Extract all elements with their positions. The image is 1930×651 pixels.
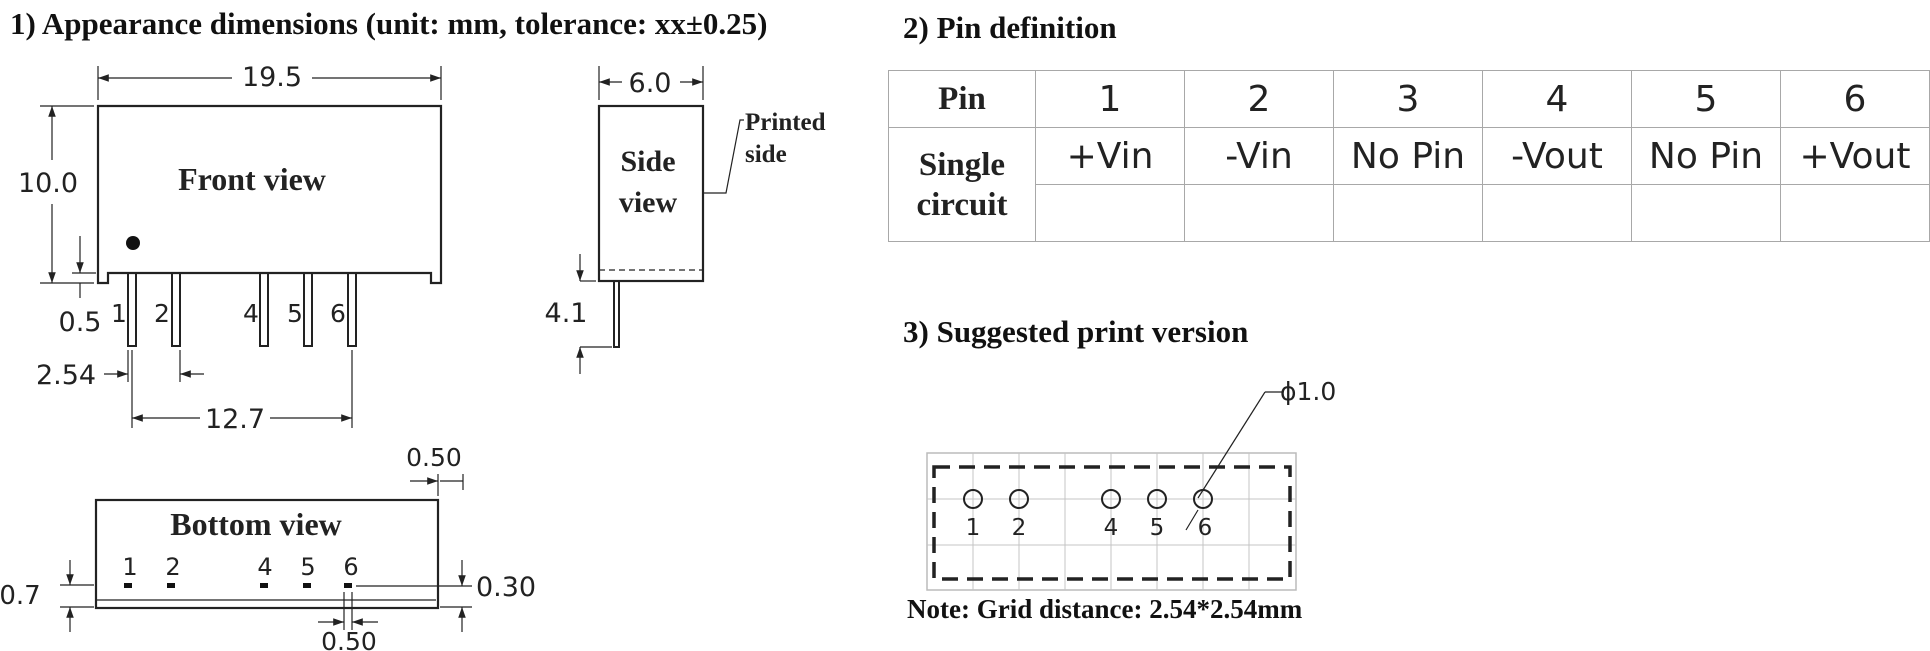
side-pin-length-dim: 4.1 (545, 298, 588, 329)
pin-function-cell: No Pin (1333, 127, 1483, 185)
pin-function-cell: +Vout (1780, 127, 1930, 185)
bottom-pad-1 (124, 583, 132, 588)
front-pin-2 (171, 272, 181, 347)
bottom-view-label: Bottom view (170, 506, 342, 542)
pin-header-cell: Pin (888, 70, 1036, 128)
side-view-label-line1: Side (620, 145, 675, 178)
front-body-outline (96, 104, 443, 285)
pcb-footprint (926, 391, 1297, 591)
front-pin-5 (303, 272, 313, 347)
pcb-hole-4 (1101, 489, 1121, 509)
bottom-pin-label-5: 5 (300, 553, 315, 581)
pcb-hole-5 (1147, 489, 1167, 509)
side-width-dim: 6.0 (629, 68, 672, 99)
pcb-pin-label-5: 5 (1150, 515, 1165, 541)
bottom-body-outline (94, 498, 440, 610)
front-pin-label-2: 2 (154, 299, 170, 328)
pin-number-cell: 2 (1184, 70, 1334, 128)
pin-number-cell: 1 (1035, 70, 1185, 128)
bottom-top-edge-dim: 0.50 (406, 443, 462, 472)
bottom-pin-label-1: 1 (122, 553, 137, 581)
hole-diameter-label: ϕ1.0 (1280, 377, 1336, 406)
front-pin-6 (347, 272, 357, 347)
bottom-pin-label-4: 4 (257, 553, 272, 581)
front-pin-label-5: 5 (287, 299, 303, 328)
front-pitch-dim: 2.54 (36, 360, 96, 391)
front-pin-label-1: 1 (111, 299, 127, 328)
pcb-hole-2 (1009, 489, 1029, 509)
pin-number-cell: 3 (1333, 70, 1483, 128)
front-view (40, 66, 443, 428)
bottom-left-dim: 0.7 (0, 581, 41, 611)
side-view-label-line2: view (619, 186, 678, 219)
pin-number-cell: 5 (1631, 70, 1781, 128)
side-view (576, 66, 744, 374)
bottom-pad-5 (303, 583, 311, 588)
pin-definition-title: 2) Pin definition (903, 10, 1117, 45)
pin-number-cell: 4 (1482, 70, 1632, 128)
pcb-pin-label-1: 1 (966, 515, 981, 541)
front-width-dim: 19.5 (242, 62, 302, 93)
bottom-view (60, 474, 472, 632)
empty-cell (1184, 184, 1334, 242)
side-body-outline (597, 104, 705, 283)
bottom-bottom-dim: 0.50 (321, 627, 377, 651)
grid-note: Note: Grid distance: 2.54*2.54mm (907, 594, 1303, 624)
pin-number-cell: 6 (1780, 70, 1930, 128)
front-height-dim: 10.0 (18, 168, 78, 199)
front-pin-label-4: 4 (243, 299, 259, 328)
pcb-grid-lines (927, 453, 1296, 590)
empty-cell (1035, 184, 1185, 242)
bottom-right-dim: 0.30 (476, 572, 536, 603)
single-circuit-line2: circuit (916, 186, 1008, 223)
table-row: Pin 1 2 3 4 5 6 (888, 70, 1930, 128)
empty-cell (1333, 184, 1483, 242)
front-standoff-dim: 0.5 (59, 307, 102, 338)
pin-function-cell: -Vin (1184, 127, 1334, 185)
pin-function-cell: No Pin (1631, 127, 1781, 185)
single-circuit-line1: Single (918, 146, 1006, 183)
pcb-pin-label-2: 2 (1012, 515, 1027, 541)
front-pin-1 (127, 272, 137, 347)
empty-cell (1631, 184, 1781, 242)
bottom-pad-4 (260, 583, 268, 588)
pcb-outline-dashed (932, 465, 1292, 581)
table-row (889, 184, 1930, 242)
bottom-pad-2 (167, 583, 175, 588)
pin1-marker-dot (126, 236, 140, 250)
front-pin-4 (259, 272, 269, 347)
pcb-hole-1 (963, 489, 983, 509)
print-version-title: 3) Suggested print version (903, 314, 1249, 349)
bottom-pin-label-2: 2 (165, 553, 180, 581)
pin-function-cell: +Vin (1035, 127, 1185, 185)
bottom-pin-label-6: 6 (343, 553, 358, 581)
printed-side-label-line2: side (745, 141, 787, 168)
pin-function-cell: -Vout (1482, 127, 1632, 185)
front-pin-label-6: 6 (330, 299, 346, 328)
pcb-pin-label-6: 6 (1198, 515, 1213, 541)
pcb-pin-label-4: 4 (1104, 515, 1119, 541)
front-view-label: Front view (178, 161, 326, 197)
empty-cell (1780, 184, 1930, 242)
front-span-dim: 12.7 (205, 404, 265, 435)
side-pin (613, 280, 620, 348)
bottom-pad-6 (344, 583, 352, 588)
empty-cell (1482, 184, 1632, 242)
printed-side-label-line1: Printed (745, 109, 826, 136)
appearance-title: 1) Appearance dimensions (unit: mm, tole… (10, 6, 768, 41)
